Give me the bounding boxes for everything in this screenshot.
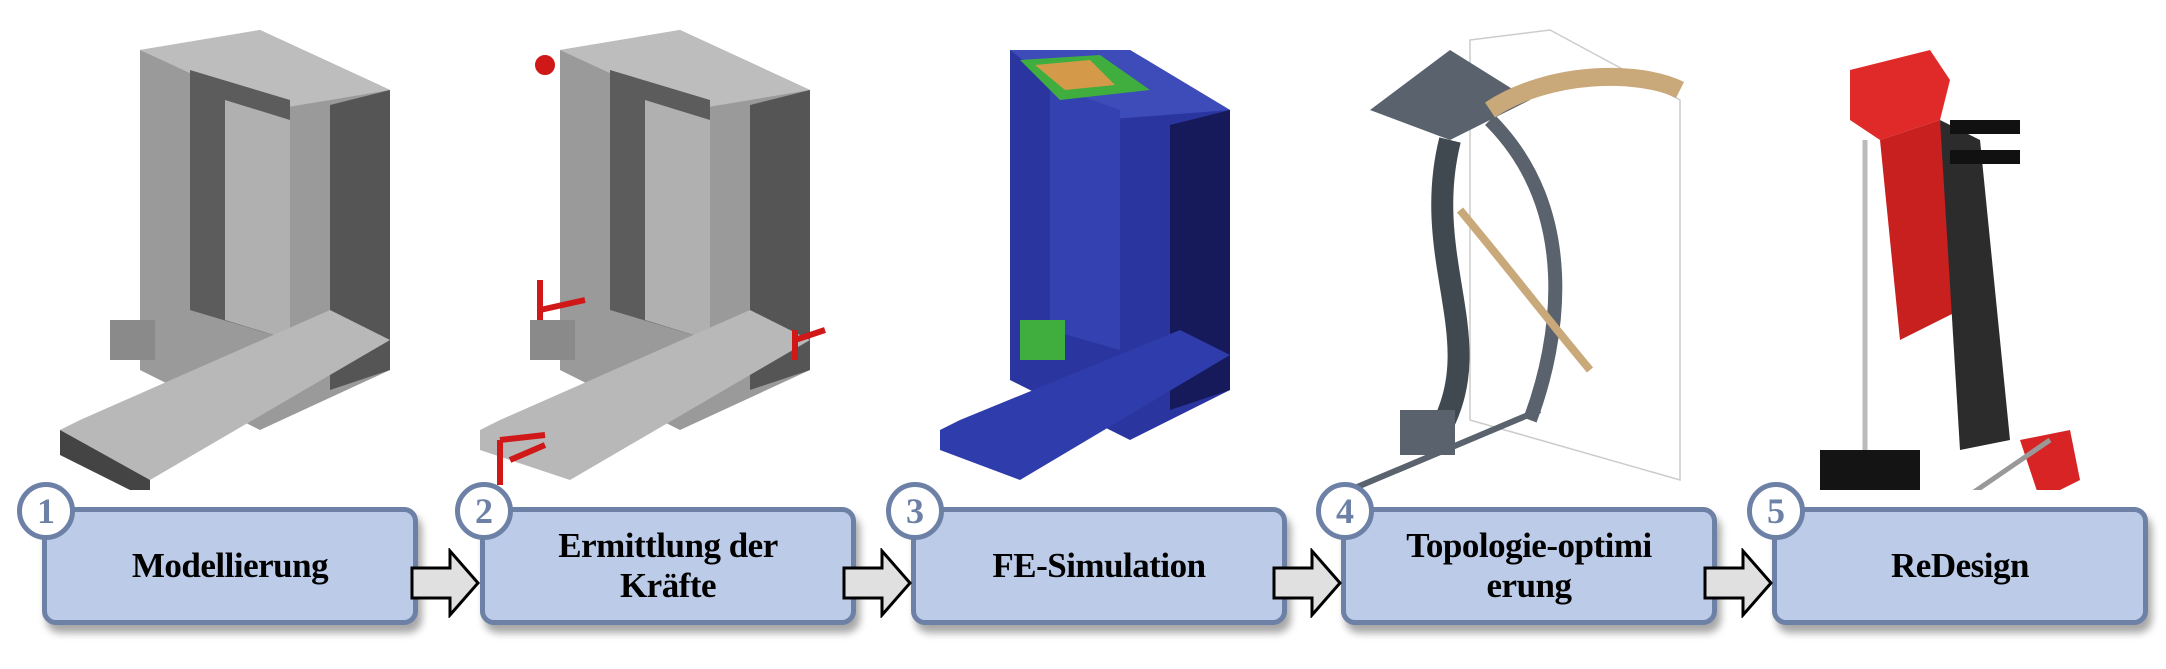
step-number-badge: 1 (17, 482, 75, 540)
step-number-badge: 5 (1747, 482, 1805, 540)
arrow-right-icon (842, 548, 912, 618)
arrow-right-icon (1272, 548, 1342, 618)
cad-model-base (60, 30, 390, 490)
step-number-badge: 2 (455, 482, 513, 540)
arrow-right-icon (1703, 548, 1773, 618)
step-number-badge: 3 (886, 482, 944, 540)
redesign-model (1820, 50, 2080, 490)
step-label: Topologie-optimierung (1406, 526, 1652, 605)
step-number-badge: 4 (1316, 482, 1374, 540)
topology-optimized-model (1348, 29, 1685, 490)
step-ermittlung-der-kraefte: 2 Ermittlung der Kräfte (455, 482, 856, 625)
cad-model-forces (480, 30, 826, 485)
step-label: Modellierung (131, 546, 329, 585)
step-label: FE-Simulation (992, 546, 1206, 585)
fe-simulation-model (940, 50, 1230, 480)
step-redesign: 5 ReDesign (1747, 482, 2148, 625)
step-label: ReDesign (1891, 546, 2029, 585)
step-label: Ermittlung der Kräfte (558, 526, 778, 605)
step-fe-simulation: 3 FE-Simulation (886, 482, 1287, 625)
force-arrows (497, 55, 826, 485)
arrow-right-icon (410, 548, 480, 618)
step-modellierung: 1 Modellierung (17, 482, 418, 625)
step-topologieoptimierung: 4 Topologie-optimierung (1316, 482, 1717, 625)
